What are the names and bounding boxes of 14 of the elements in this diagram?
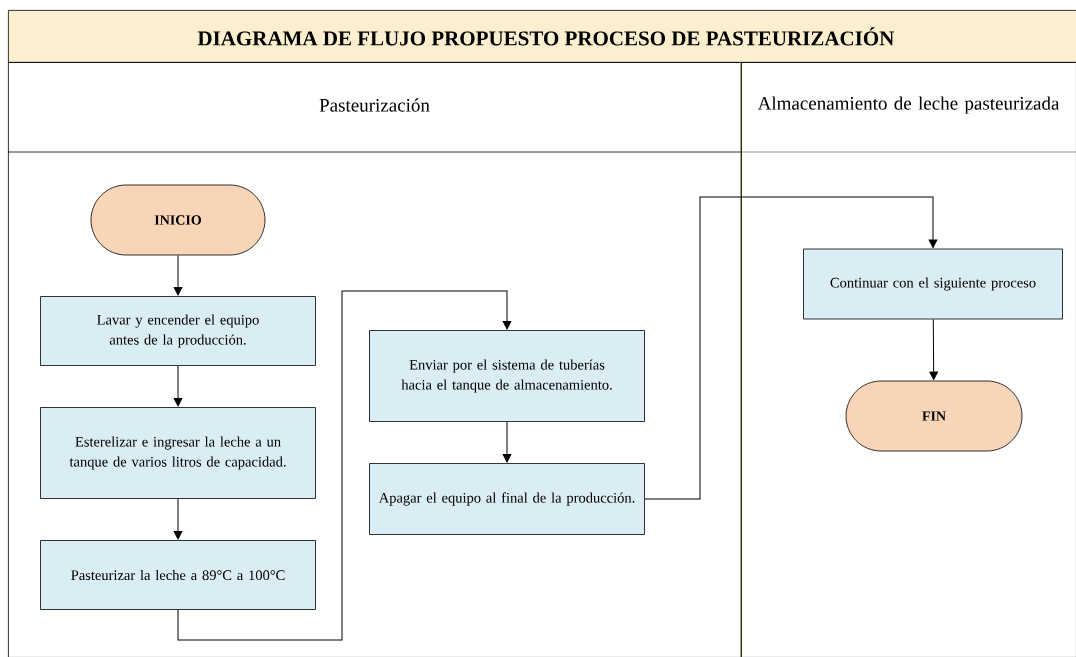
process-box: Enviar por el sistema de tuberías hacia el tanque de almacenamiento. (369, 330, 645, 422)
arrow (929, 318, 938, 380)
arrow (173, 365, 183, 407)
process-box: Esterelizar e ingresar la leche a un tanque de varios litros de capacidad. (40, 407, 316, 499)
arrow (173, 498, 183, 540)
process-box: Continuar con el siguiente proceso (803, 248, 1063, 320)
process-box: Pasteurizar la leche a 89°C a 100°C (40, 540, 316, 610)
process-box: Apagar el equipo al final de la producción. (369, 463, 645, 535)
arrow (502, 421, 512, 463)
arrow (177, 290, 512, 641)
arrow (644, 196, 938, 500)
process-box: Lavar y encender el equipo antes de la producción. (40, 296, 316, 366)
arrow (173, 254, 183, 296)
title-band: DIAGRAMA DE FLUJO PROPUESTO PROCESO DE PASTEURIZACIÓN (8, 10, 1076, 63)
